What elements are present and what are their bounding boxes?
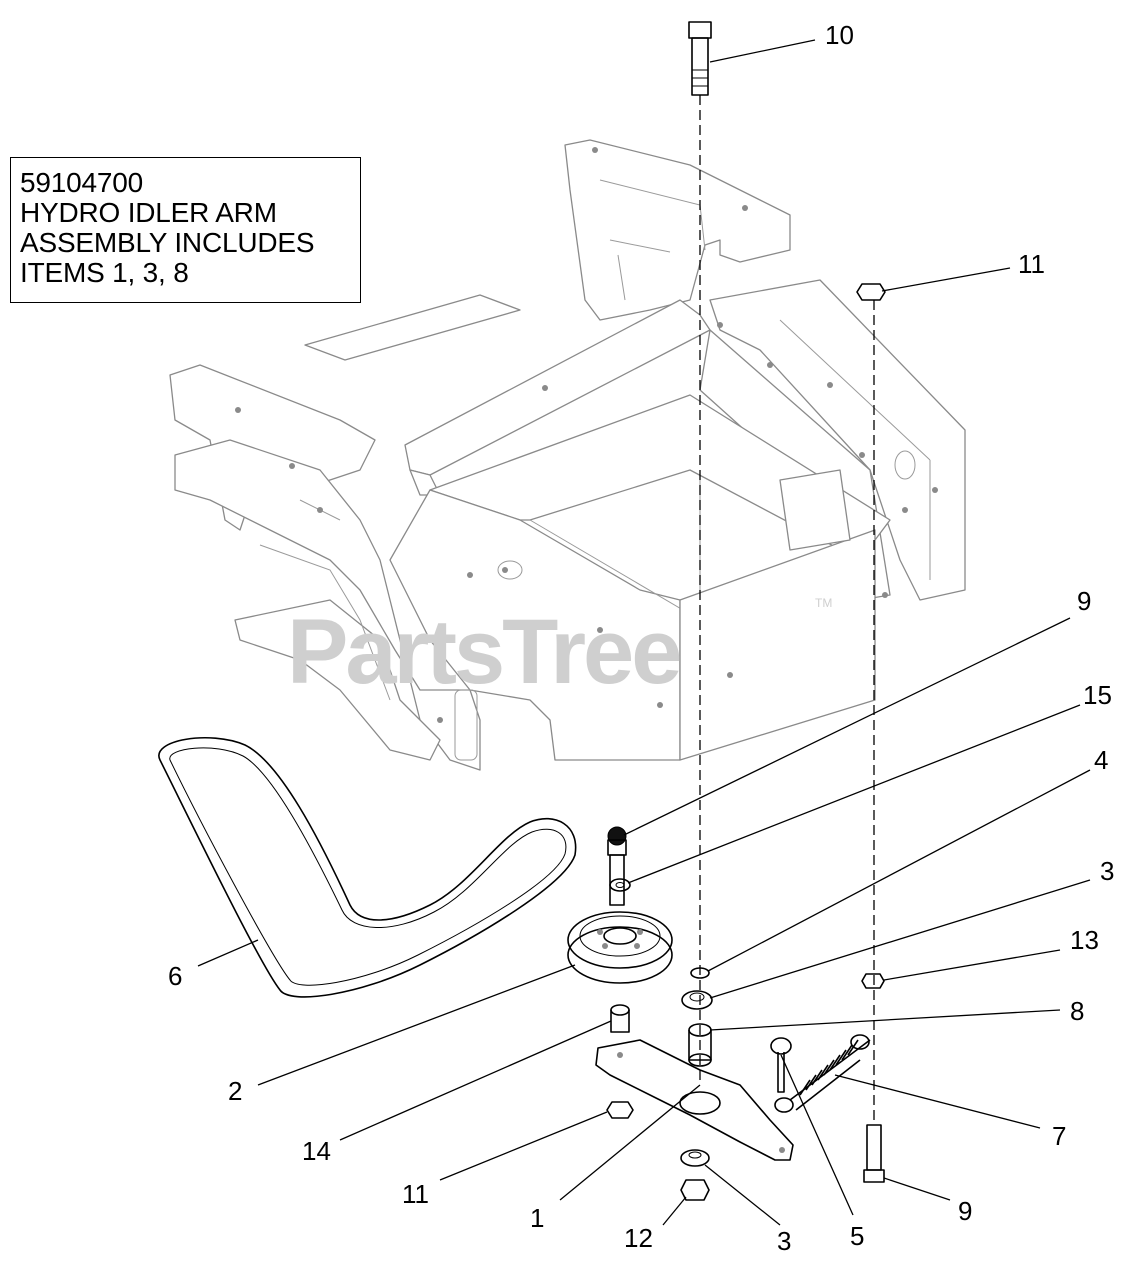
part-2-idler-pulley[interactable] (567, 911, 673, 984)
note-part-number: 59104700 (20, 167, 143, 198)
watermark-text: PartsTree (287, 601, 680, 703)
callout-11-top: 11 (1018, 249, 1045, 279)
note-line-2: HYDRO IDLER ARM (20, 197, 277, 228)
part-9-bolt-bottom[interactable] (863, 1124, 885, 1183)
part-11-nut-bottom[interactable] (606, 1101, 634, 1119)
callout-4: 4 (1094, 745, 1108, 775)
callout-8: 8 (1070, 996, 1084, 1026)
part-1-idler-arm[interactable] (595, 1039, 794, 1161)
part-15-washer[interactable] (609, 878, 631, 892)
part-3-bearing-bottom[interactable] (680, 1149, 710, 1167)
part-12-nut[interactable] (680, 1179, 710, 1201)
callout-5: 5 (850, 1221, 864, 1251)
callout-9-bottom: 9 (958, 1196, 972, 1226)
callout-11-bottom: 11 (402, 1179, 429, 1209)
callout-9-top: 9 (1077, 586, 1091, 616)
callout-12: 12 (624, 1223, 653, 1253)
part-14-spacer[interactable] (610, 1004, 630, 1033)
chassis-frame (169, 139, 966, 771)
part-9-shoulder-bolt[interactable] (607, 826, 627, 906)
callout-14: 14 (302, 1136, 331, 1166)
watermark-trademark: TM (815, 596, 832, 610)
callout-7: 7 (1052, 1121, 1066, 1151)
callout-3-right: 3 (1100, 856, 1114, 886)
leader-lines (197, 39, 1091, 1226)
part-6-belt[interactable] (158, 736, 577, 998)
assembly-note-box: 59104700 HYDRO IDLER ARM ASSEMBLY INCLUD… (10, 157, 361, 303)
note-line-3: ASSEMBLY INCLUDES (20, 227, 315, 258)
callout-10: 10 (825, 20, 854, 50)
callout-6: 6 (168, 961, 182, 991)
callout-1: 1 (530, 1203, 544, 1233)
callout-13: 13 (1070, 925, 1099, 955)
callout-3-bottom: 3 (777, 1226, 791, 1256)
note-line-4: ITEMS 1, 3, 8 (20, 257, 189, 288)
part-4-snap-ring[interactable] (690, 967, 710, 979)
part-13-nut[interactable] (861, 973, 885, 989)
part-7-spring[interactable] (789, 1034, 871, 1111)
part-11-nut-top[interactable] (856, 283, 886, 301)
callout-15: 15 (1083, 680, 1112, 710)
part-10-bolt[interactable] (688, 21, 712, 96)
callout-2: 2 (228, 1076, 242, 1106)
part-3-bearing-top[interactable] (681, 990, 713, 1010)
part-5-clevis-pin[interactable] (770, 1037, 794, 1113)
part-8-bushing[interactable] (688, 1023, 712, 1067)
